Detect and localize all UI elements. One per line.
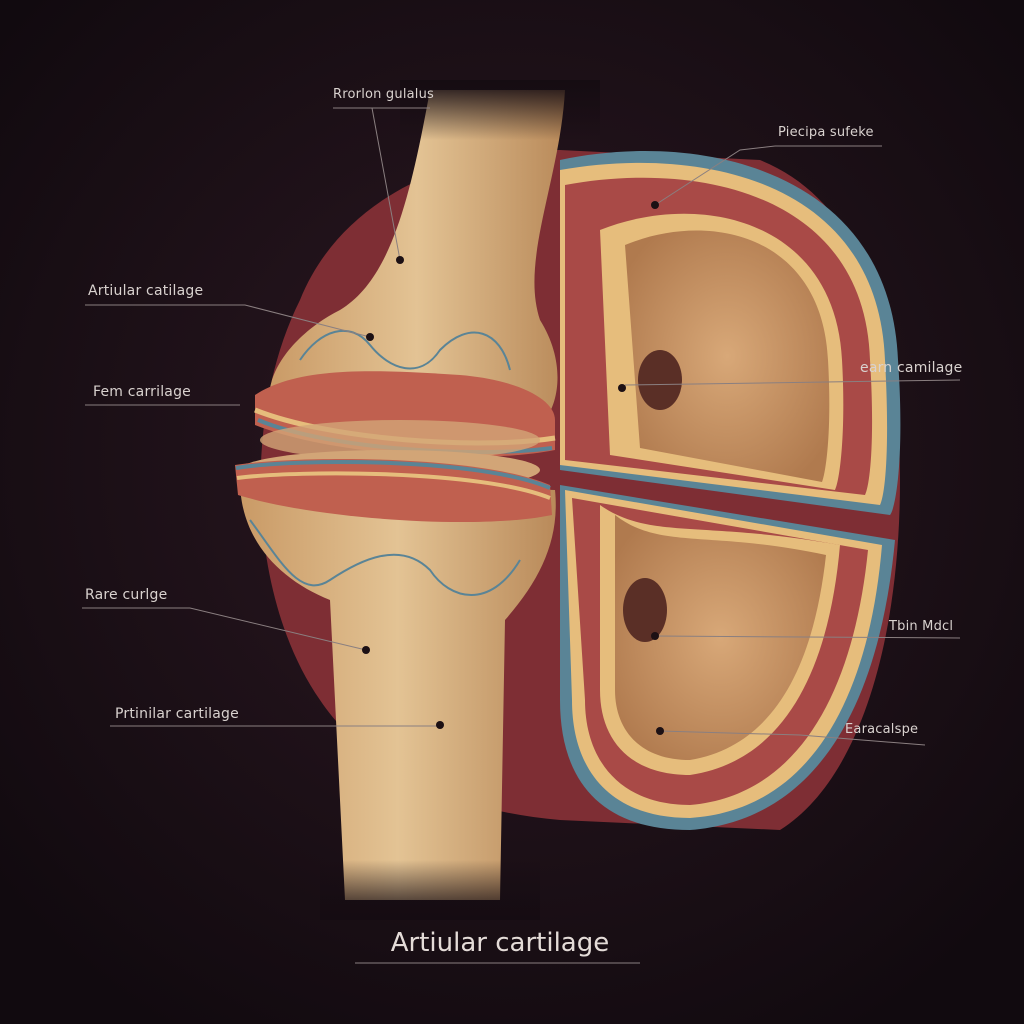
label-lower-right: Tbin Mdcl [889,619,954,634]
label-bottom-right: Earacalspe [845,722,919,737]
label-top: Rrorlon gulalus [333,87,435,102]
femur-bone [254,90,565,460]
pointer-dots [362,201,664,735]
label-top-right: Piecipa sufeke [778,125,874,140]
lower-cross-section [560,485,895,830]
label-bottom-left: Prtinilar cartilage [115,706,239,722]
label-mid-right: earn camilage [860,360,963,376]
label-mid-left: Fem carrilage [93,384,191,400]
leader-lines [82,107,961,964]
upper-cross-section [560,151,901,516]
diagram-title: Artiular cartilage [390,928,610,958]
tibia-bone [235,450,556,900]
label-upper-left: Artiular catilage [88,283,204,299]
label-lower-left: Rare curlge [85,587,168,603]
